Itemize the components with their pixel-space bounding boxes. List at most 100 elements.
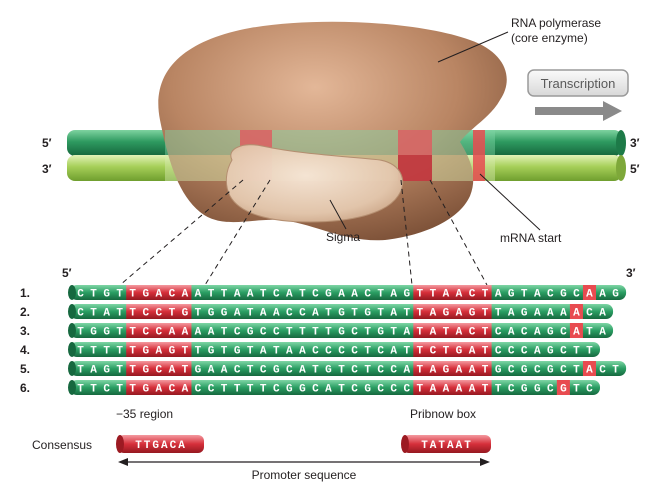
nucleotide: T	[521, 289, 528, 301]
minus35-box-highlight	[126, 304, 192, 319]
nucleotide: C	[560, 327, 567, 339]
nucleotide: G	[142, 289, 149, 301]
nucleotide: C	[547, 289, 554, 301]
nucleotide: T	[573, 346, 580, 358]
pribnow-box-highlight	[413, 304, 492, 319]
nucleotide: C	[156, 365, 163, 377]
nucleotide: G	[521, 384, 528, 396]
nucleotide: T	[90, 384, 97, 396]
nucleotide: T	[129, 308, 136, 320]
nucleotide: T	[273, 346, 280, 358]
minus35-box-highlight	[126, 323, 192, 338]
nucleotide: C	[377, 384, 384, 396]
nucleotide: A	[599, 327, 606, 339]
transcription-arrow	[535, 101, 622, 121]
rna-polymerase-leader-line	[437, 31, 509, 63]
nucleotide: A	[547, 308, 554, 320]
sequence-strip-cap	[68, 380, 76, 395]
projection-lines	[119, 179, 488, 286]
nucleotide: G	[325, 365, 332, 377]
sequence-strip-cap	[68, 361, 76, 376]
nucleotide: T	[586, 327, 593, 339]
nucleotide: C	[208, 384, 215, 396]
nucleotide: G	[534, 384, 541, 396]
nucleotide: C	[351, 365, 358, 377]
nucleotide: T	[377, 289, 384, 301]
sequence-row-number: 2.	[20, 305, 30, 319]
nucleotide: G	[547, 327, 554, 339]
nucleotide: T	[338, 365, 345, 377]
nucleotide: G	[456, 346, 463, 358]
nucleotide: A	[182, 384, 189, 396]
nucleotide: A	[286, 346, 293, 358]
nucleotide: C	[234, 327, 241, 339]
nucleotide: G	[286, 384, 293, 396]
nucleotide: C	[351, 327, 358, 339]
nucleotide: G	[403, 289, 410, 301]
nucleotide: G	[338, 327, 345, 339]
sigma-label: Sigma	[326, 230, 360, 244]
nucleotide: T	[482, 346, 489, 358]
nucleotide: T	[299, 327, 306, 339]
nucleotide: C	[273, 327, 280, 339]
sequence-5prime-label: 5′	[62, 266, 72, 280]
nucleotide: G	[208, 308, 215, 320]
nucleotide: A	[403, 365, 410, 377]
nucleotide: G	[273, 365, 280, 377]
nucleotide: G	[364, 384, 371, 396]
mrna-start-leader-line	[479, 173, 541, 231]
nucleotide: A	[534, 327, 541, 339]
nucleotide: G	[547, 365, 554, 377]
nucleotide: C	[377, 346, 384, 358]
nucleotide: G	[234, 346, 241, 358]
minus35-region-label: −35 region	[116, 407, 173, 421]
nucleotide: G	[103, 289, 110, 301]
pribnow-box-highlight	[413, 361, 492, 376]
nucleotide: C	[586, 384, 593, 396]
nucleotide: A	[599, 308, 606, 320]
nucleotide: C	[169, 384, 176, 396]
nucleotide: G	[495, 365, 502, 377]
nucleotide: T	[221, 327, 228, 339]
nucleotide: T	[77, 346, 84, 358]
nucleotide: A	[338, 289, 345, 301]
nucleotide: T	[260, 384, 267, 396]
nucleotide: T	[403, 346, 410, 358]
nucleotide: T	[195, 308, 202, 320]
nucleotide: T	[247, 308, 254, 320]
nucleotide: C	[390, 384, 397, 396]
nucleotide: A	[156, 384, 163, 396]
nucleotide: A	[560, 308, 567, 320]
nucleotide: T	[90, 289, 97, 301]
nucleotide: C	[547, 384, 554, 396]
sequence-strip-cap	[68, 342, 76, 357]
transcription-label: Transcription	[541, 76, 616, 91]
nucleotide: C	[430, 346, 437, 358]
nucleotide: T	[299, 289, 306, 301]
nucleotide: C	[169, 289, 176, 301]
nucleotide: A	[430, 384, 437, 396]
nucleotide: T	[286, 327, 293, 339]
nucleotide: A	[469, 384, 476, 396]
nucleotide: T	[169, 308, 176, 320]
nucleotide: C	[142, 308, 149, 320]
nucleotide: G	[338, 308, 345, 320]
rna-polymerase-label: RNA polymerase	[511, 16, 601, 30]
nucleotide: A	[182, 289, 189, 301]
nucleotide: G	[208, 346, 215, 358]
nucleotide: A	[599, 289, 606, 301]
nucleotide: A	[573, 308, 580, 320]
nucleotide: G	[377, 327, 384, 339]
nucleotide: T	[312, 365, 319, 377]
nucleotide: T	[208, 289, 215, 301]
minus35-box-highlight	[126, 380, 192, 395]
nucleotide: T	[247, 346, 254, 358]
nucleotide: G	[142, 346, 149, 358]
nucleotide: T	[129, 289, 136, 301]
nucleotide: T	[573, 384, 580, 396]
nucleotide: G	[299, 384, 306, 396]
nucleotide: T	[129, 365, 136, 377]
nucleotide: A	[156, 289, 163, 301]
